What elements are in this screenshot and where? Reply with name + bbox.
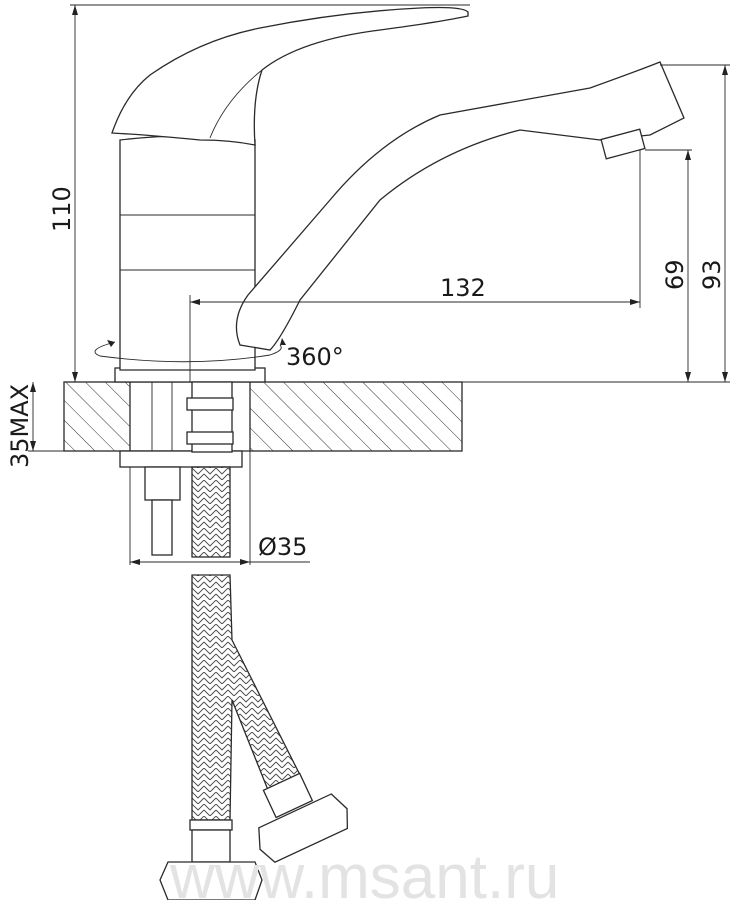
rotation-label: 360° <box>286 343 344 371</box>
dim-diameter-label: Ø35 <box>258 533 307 561</box>
dim-110-label: 110 <box>48 186 76 232</box>
rotation-arrow: 360° <box>94 338 344 371</box>
dim-69-label: 69 <box>661 259 689 290</box>
dim-spout-height: 93 <box>660 64 730 382</box>
dim-aerator-height: 69 <box>645 149 692 382</box>
dim-countertop-max: 35MAX <box>6 382 64 468</box>
dim-hole-diameter: Ø35 <box>130 533 310 565</box>
mounting-hardware <box>119 381 251 565</box>
lever-handle <box>111 6 469 146</box>
dim-132-label: 132 <box>440 274 486 302</box>
dim-35max-label: 35MAX <box>6 384 34 468</box>
spout <box>235 61 685 351</box>
dim-spout-reach: 132 <box>189 150 641 382</box>
countertop <box>63 381 730 452</box>
flexible-hoses <box>159 466 349 900</box>
dim-93-label: 93 <box>698 259 726 290</box>
dim-total-height: 110 <box>48 4 470 382</box>
aerator <box>600 128 646 160</box>
watermark: www.msant.ru <box>169 843 559 900</box>
